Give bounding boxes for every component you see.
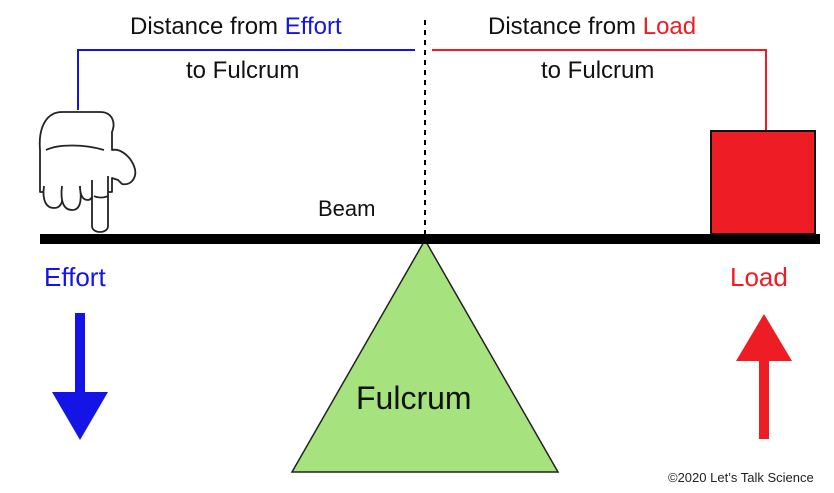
pointing-hand-icon bbox=[38, 111, 137, 233]
load-distance-word: Load bbox=[642, 13, 697, 40]
effort-distance-bracket bbox=[77, 49, 415, 110]
effort-label: Effort bbox=[44, 262, 106, 292]
effort-distance-prefix: Distance from bbox=[130, 13, 285, 40]
effort-distance-title: Distance from Effort bbox=[130, 13, 342, 41]
beam-label: Beam bbox=[318, 196, 376, 221]
load-label: Load bbox=[730, 262, 788, 292]
fulcrum-triangle bbox=[290, 238, 560, 473]
effort-distance-line2: to Fulcrum bbox=[186, 57, 300, 84]
load-distance-bracket bbox=[432, 49, 767, 130]
arrow-down-icon bbox=[52, 313, 108, 440]
fulcrum-label: Fulcrum bbox=[356, 380, 472, 416]
load-block bbox=[710, 130, 816, 235]
load-distance-prefix: Distance from bbox=[488, 13, 643, 40]
beam-bar bbox=[40, 234, 820, 244]
load-distance-line2: to Fulcrum bbox=[541, 57, 655, 84]
arrow-up-icon bbox=[736, 314, 792, 439]
load-distance-title: Distance from Load bbox=[488, 13, 696, 41]
copyright-text: ©2020 Let’s Talk Science bbox=[668, 470, 814, 485]
effort-distance-word: Effort bbox=[284, 13, 342, 40]
